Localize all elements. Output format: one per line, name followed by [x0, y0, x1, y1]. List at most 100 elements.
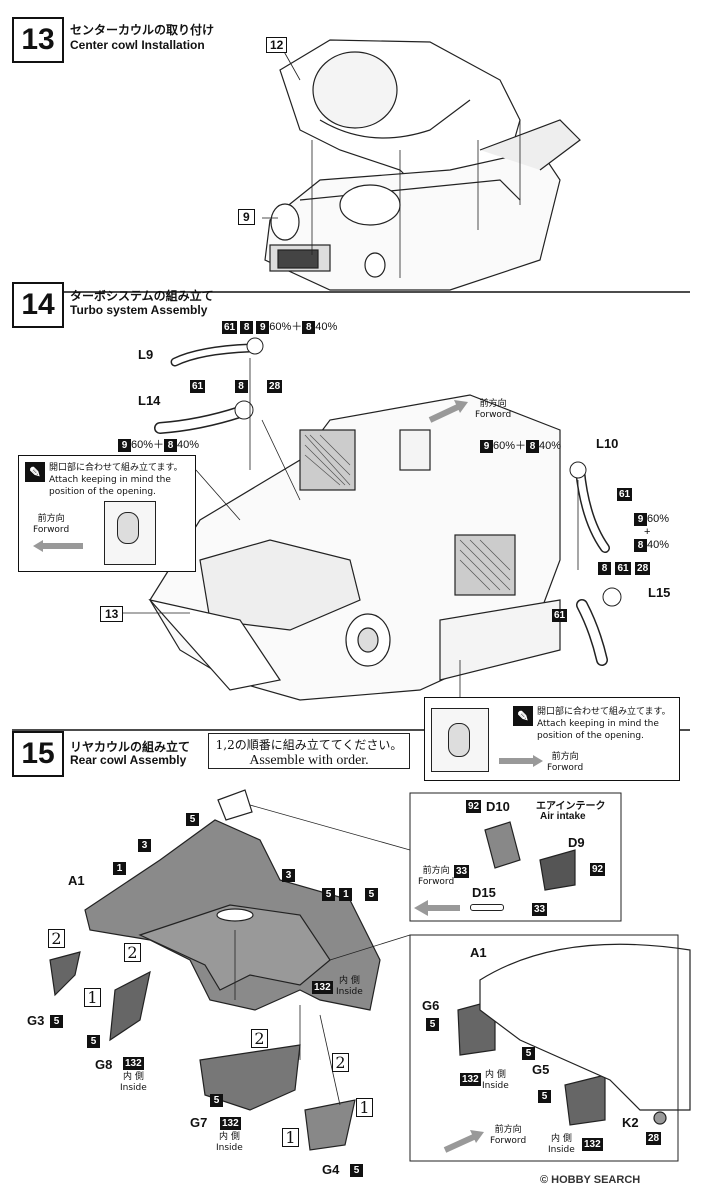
- label-d15: D15: [472, 885, 496, 900]
- part-61-badge: 61: [552, 609, 568, 622]
- part-5-badge: 5: [186, 813, 199, 826]
- copyright-symbol: ©: [540, 1174, 549, 1186]
- part-132-badge: 132: [460, 1073, 481, 1086]
- order-jp: 1,2の順番に組み立ててください。: [215, 738, 403, 752]
- part-3-badge: 3: [138, 839, 151, 852]
- order-marker-1: 1: [84, 988, 101, 1007]
- note-forward: 前方向 Forword: [33, 514, 69, 536]
- note-forward: 前方向 Forword: [547, 752, 583, 774]
- forward-en: Forword: [547, 763, 584, 773]
- forward-jp: 前方向: [422, 866, 450, 876]
- part-5-badge: 5: [538, 1090, 551, 1103]
- part-5-badge: 5: [322, 888, 335, 901]
- note-1-en1: Attach keeping in mind the: [49, 475, 171, 485]
- inside-label-cowl: 内 側 Inside: [336, 976, 363, 998]
- callout-12: 12: [266, 37, 288, 53]
- part-28-badge: 28: [267, 380, 283, 393]
- label-d9: D9: [568, 835, 585, 850]
- part-5-badge: 5: [50, 1015, 63, 1028]
- part-5-badge: 5: [87, 1035, 100, 1048]
- inside-label-g7: 内 側 Inside: [216, 1132, 243, 1154]
- note-1-en2: position of the opening.: [49, 487, 156, 497]
- part-3-badge: 3: [282, 869, 295, 882]
- part-5-badge: 5: [522, 1047, 535, 1060]
- part-132-badge: 132: [312, 981, 333, 994]
- step-15-title-en: Rear cowl Assembly: [70, 753, 187, 767]
- forward-arrow-shaft: [43, 543, 83, 549]
- part-92-badge: 92: [590, 863, 606, 876]
- inside-jp: 内 側: [122, 1072, 144, 1082]
- inside-en: Inside: [336, 987, 363, 997]
- part-1-badge: 1: [339, 888, 353, 901]
- opening-diagram: [431, 708, 489, 772]
- air-intake-box: 92 D10 エアインテーク Air intake D9 92 33 前方向 F…: [410, 793, 621, 921]
- step-15-number: 15: [12, 731, 64, 777]
- part-8-badge: 8: [240, 321, 254, 334]
- forward-en: Forword: [475, 410, 512, 420]
- forward-jp: 前方向: [479, 399, 507, 409]
- part-5-badge: 5: [350, 1164, 363, 1177]
- mix-text-b: 40%: [315, 321, 338, 333]
- part-8-badge: 8: [598, 562, 611, 575]
- callout-9: 9: [238, 209, 255, 225]
- rear-parts-label: 5 1 5: [322, 884, 378, 902]
- warning-icon: ✎: [513, 706, 533, 726]
- part-8-badge: 8: [234, 380, 248, 393]
- label-g7: G7: [190, 1115, 208, 1130]
- order-marker-2: 2: [48, 929, 65, 948]
- warning-icon: ✎: [25, 462, 45, 482]
- inside-jp: 内 側: [484, 1070, 506, 1080]
- forward-jp: 前方向: [551, 752, 579, 762]
- watermark: © HOBBY SEARCH: [540, 1174, 640, 1186]
- mix-text-b: 40%: [539, 440, 562, 452]
- air-intake-jp: エアインテーク: [536, 801, 606, 812]
- part-d15-shape: [470, 904, 504, 911]
- part-61-badge: 61: [615, 562, 631, 575]
- order-marker-1: 1: [356, 1098, 373, 1117]
- step-14-title-en: Turbo system Assembly: [70, 303, 208, 317]
- part-132-badge: 132: [123, 1057, 144, 1070]
- part-28-badge: 28: [635, 562, 651, 575]
- forward-en: Forword: [418, 877, 455, 887]
- label-g8: G8: [95, 1057, 113, 1072]
- order-instruction-box: 1,2の順番に組み立ててください。 Assemble with order.: [208, 733, 410, 769]
- order-marker-2: 2: [251, 1029, 268, 1048]
- forward-en: Forword: [490, 1136, 527, 1146]
- forward-arrow-icon: [533, 755, 543, 767]
- side-pods-box: A1 G6 5 5 G5 5 132 内 側 Inside 前方向 Forwor…: [410, 935, 678, 1161]
- part-8-badge: 8: [634, 539, 647, 552]
- note-1-jp: 開口部に合わせて組み立てます。: [49, 463, 183, 473]
- part-9-badge: 9: [256, 321, 270, 334]
- part-33-badge: 33: [532, 903, 548, 916]
- part-5-badge: 5: [426, 1018, 439, 1031]
- inside-label-g5: 内 側 Inside: [548, 1134, 575, 1156]
- forward-jp: 前方向: [494, 1125, 522, 1135]
- label-g3: G3: [27, 1013, 45, 1028]
- order-en: Assemble with order.: [249, 753, 369, 768]
- step-13-title-en: Center cowl Installation: [70, 38, 205, 52]
- inside-jp: 内 側: [550, 1134, 572, 1144]
- forward-arrow-shaft: [499, 758, 533, 764]
- inside-label-g6: 内 側 Inside: [482, 1070, 509, 1092]
- air-intake-en: Air intake: [540, 811, 586, 822]
- part-132-badge: 132: [582, 1138, 603, 1151]
- forward-label-top: 前方向 Forword: [475, 399, 511, 421]
- l15-parts-label: 8 61 28: [598, 558, 651, 576]
- part-5-badge: 5: [364, 888, 378, 901]
- inside-jp: 内 側: [218, 1132, 240, 1142]
- step-14-number: 14: [12, 282, 64, 328]
- part-61-badge: 61: [617, 488, 633, 501]
- forward-jp: 前方向: [37, 514, 65, 524]
- mix-text-b: 40%: [177, 439, 200, 451]
- opening-diagram: [104, 501, 156, 565]
- label-a1-detail: A1: [470, 945, 487, 960]
- step-15-title-jp: リヤカウルの組み立て: [70, 740, 191, 754]
- part-61-badge: 61: [222, 321, 238, 334]
- part-5-badge: 5: [210, 1094, 223, 1107]
- part-9-badge: 9: [634, 513, 647, 526]
